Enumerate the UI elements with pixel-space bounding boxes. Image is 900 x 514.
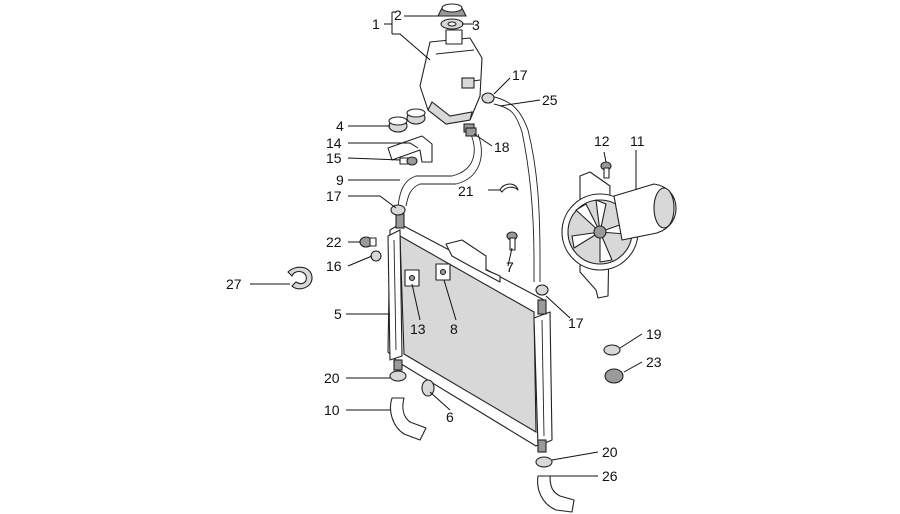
bracket <box>387 135 433 163</box>
expansion-tank <box>419 29 483 133</box>
callout-17-top: 17 <box>512 67 528 83</box>
callout-22: 22 <box>326 234 342 250</box>
clamp-17-lower <box>535 284 549 296</box>
callout-9: 9 <box>336 172 344 188</box>
callout-27: 27 <box>226 276 242 292</box>
callout-19: 19 <box>646 326 662 342</box>
rubber-mounts <box>388 108 426 133</box>
callout-14: 14 <box>326 135 342 151</box>
callout-17-right: 17 <box>568 315 584 331</box>
callout-13: 13 <box>410 321 426 337</box>
tank-hose <box>397 131 475 207</box>
lower-hose-10 <box>389 397 427 441</box>
callout-12: 12 <box>594 133 610 149</box>
callout-1: 1 <box>372 16 380 32</box>
screw-7 <box>506 231 518 251</box>
callout-2: 2 <box>394 7 402 23</box>
callout-8: 8 <box>450 321 458 337</box>
callout-16: 16 <box>326 258 342 274</box>
callout-17-left: 17 <box>326 188 342 204</box>
clamp-23 <box>604 368 624 384</box>
callout-20-right: 20 <box>602 444 618 460</box>
clamp-17-left <box>390 204 406 216</box>
callout-11: 11 <box>630 133 645 149</box>
callout-10: 10 <box>324 402 340 418</box>
clamp-20-right <box>535 456 553 468</box>
clamp-18 <box>465 127 477 137</box>
cap-gasket <box>440 18 464 30</box>
callout-labels: 1 2 3 4 14 15 9 17 22 16 27 5 20 10 6 13… <box>226 7 662 484</box>
callout-18: 18 <box>494 139 510 155</box>
cooling-fan <box>561 171 677 299</box>
screw-22 <box>359 236 377 248</box>
callout-23: 23 <box>646 354 662 370</box>
callout-5: 5 <box>334 306 342 322</box>
leader-lines <box>250 11 643 477</box>
callout-3: 3 <box>472 17 480 33</box>
lower-hose-26 <box>537 475 575 513</box>
tank-cap <box>437 3 467 17</box>
callout-25: 25 <box>542 92 558 108</box>
callout-6: 6 <box>446 409 454 425</box>
callout-7: 7 <box>506 259 514 275</box>
clamp-19 <box>603 344 621 356</box>
overflow-hose <box>489 95 541 282</box>
callout-15: 15 <box>326 150 342 166</box>
clamp-20-left <box>389 370 407 382</box>
washer-16 <box>370 250 382 262</box>
clamp-17-upper <box>481 92 495 104</box>
screw-12 <box>600 161 612 179</box>
callout-26: 26 <box>602 468 618 484</box>
clamp-27 <box>287 266 313 290</box>
radiator <box>387 213 553 453</box>
callout-21: 21 <box>458 183 474 199</box>
screw-15 <box>399 156 418 166</box>
mount-6 <box>421 379 435 397</box>
hose-clip <box>499 183 519 193</box>
callout-4: 4 <box>336 118 344 134</box>
callout-20-left: 20 <box>324 370 340 386</box>
